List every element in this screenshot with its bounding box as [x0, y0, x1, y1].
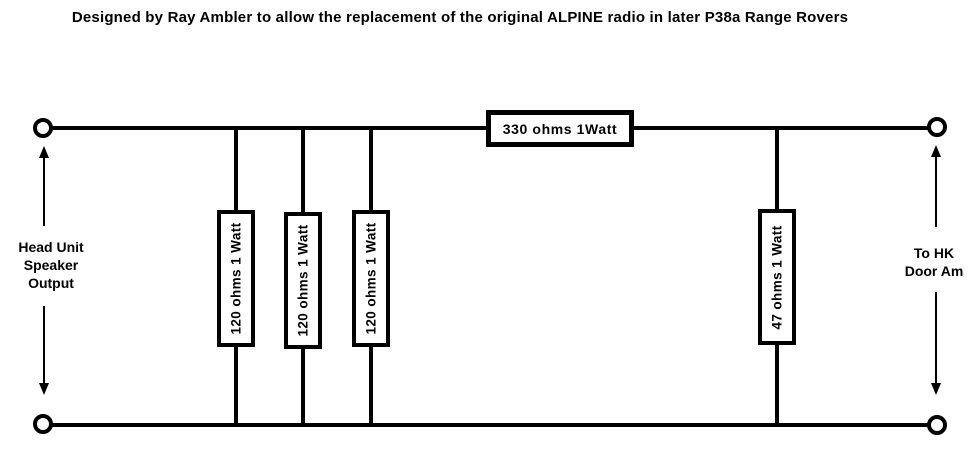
top-rail-left-wire: [52, 126, 488, 130]
resistor-120-ohm-1: 120 ohms 1 Watt: [217, 210, 255, 347]
top-rail-right-wire: [632, 126, 929, 130]
right-terminal-label: To HK Door Am: [904, 245, 964, 279]
right-arrow-down-line: [935, 292, 937, 384]
resistor-120-ohm-2-label: 120 ohms 1 Watt: [295, 224, 311, 337]
resistor-120-ohm-2: 120 ohms 1 Watt: [284, 212, 322, 349]
left-arrow-down-icon: [39, 383, 49, 395]
left-terminal-label: Head Unit Speaker Output: [18, 239, 84, 291]
left-arrow-up-icon: [39, 146, 49, 158]
terminal-bottom-left: [33, 414, 53, 434]
resistor-47-ohm: 47 ohms 1 Watt: [758, 209, 796, 345]
right-arrow-down-icon: [931, 383, 941, 395]
bottom-rail-wire: [52, 423, 929, 427]
resistor-120-ohm-3: 120 ohms 1 Watt: [352, 210, 390, 347]
right-arrow-up-line: [935, 156, 937, 227]
terminal-top-right: [927, 117, 947, 137]
left-arrow-up-line: [43, 157, 45, 226]
left-arrow-down-line: [43, 306, 45, 384]
terminal-top-left: [33, 118, 53, 138]
resistor-120-ohm-1-label: 120 ohms 1 Watt: [228, 222, 244, 335]
page-title: Designed by Ray Ambler to allow the repl…: [71, 9, 849, 26]
resistor-47-ohm-label: 47 ohms 1 Watt: [769, 224, 785, 330]
resistor-330-ohm-label: 330 ohms 1Watt: [502, 120, 618, 137]
resistor-330-ohm: 330 ohms 1Watt: [486, 110, 634, 147]
terminal-bottom-right: [927, 415, 947, 435]
right-arrow-up-icon: [931, 145, 941, 157]
resistor-120-ohm-3-label: 120 ohms 1 Watt: [363, 222, 379, 335]
